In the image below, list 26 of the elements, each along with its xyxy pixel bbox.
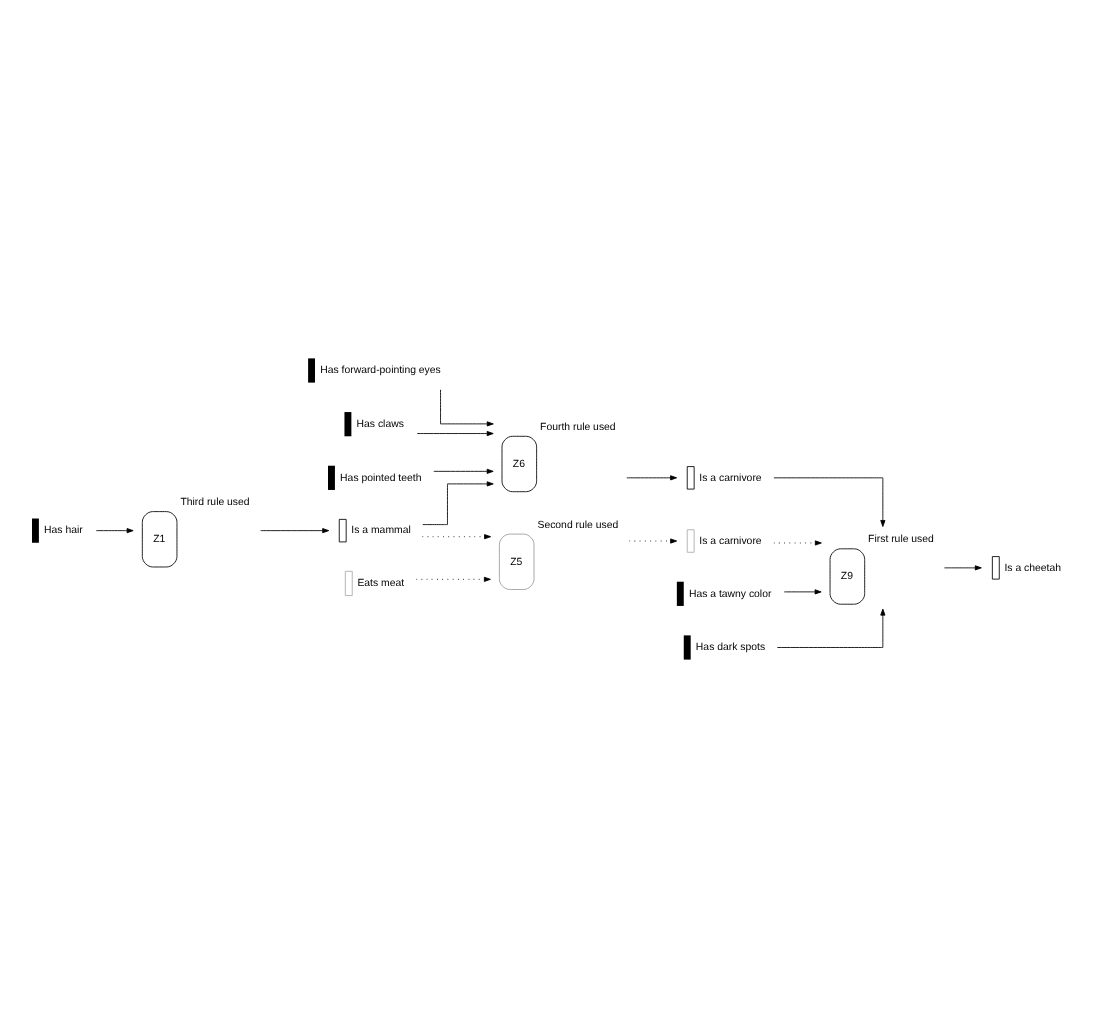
arrow — [415, 575, 491, 581]
arrow — [95, 527, 134, 533]
arrow — [422, 480, 494, 524]
node-box — [683, 634, 691, 659]
arrow — [433, 467, 494, 473]
arrow — [440, 388, 494, 426]
node-box — [686, 528, 695, 552]
arrow — [416, 430, 494, 436]
arrow — [421, 533, 492, 539]
arrow — [773, 476, 886, 526]
node-box — [338, 517, 347, 542]
node-box — [991, 555, 1000, 579]
arrow — [260, 527, 330, 533]
arrow — [943, 564, 982, 570]
arrow — [628, 537, 678, 543]
node-box — [308, 357, 315, 382]
node-box — [344, 411, 352, 436]
node-box — [328, 464, 335, 489]
arrow — [776, 607, 886, 647]
arrow — [773, 539, 822, 545]
node-box — [31, 517, 39, 542]
arrow — [783, 588, 822, 594]
node-box — [686, 465, 695, 489]
node-box — [344, 569, 353, 595]
node-box — [676, 580, 684, 605]
arrow — [626, 474, 678, 480]
